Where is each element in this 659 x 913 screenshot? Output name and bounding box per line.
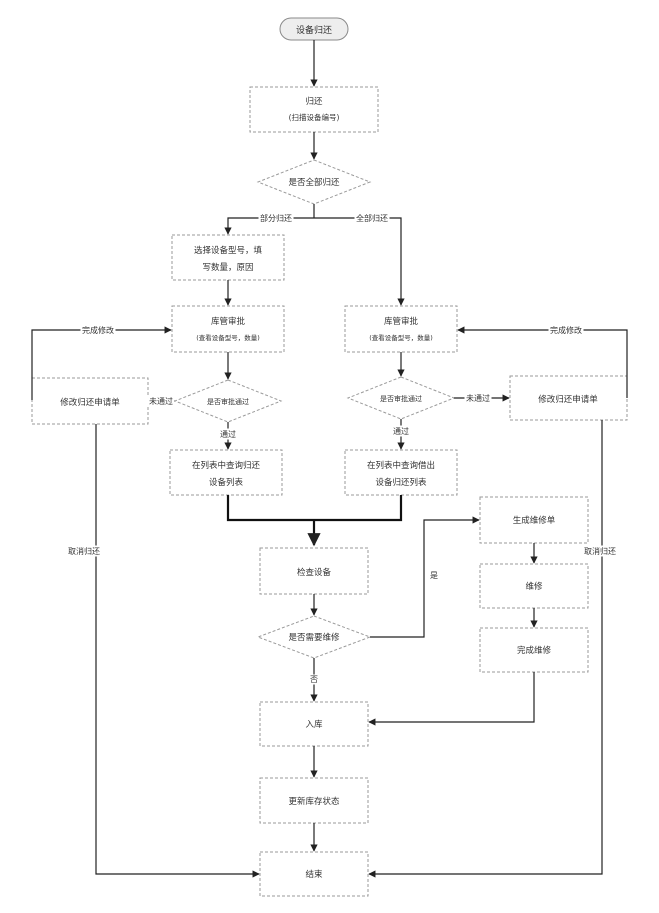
list-right-line1: 在列表中查询借出 [367,460,435,471]
review-right-node: 库管审批 (查看设备型号，数量) [345,306,457,352]
label-resubmit-left: 完成修改 [82,325,114,335]
end-node: 结束 [260,852,368,896]
edge-merge-lists [228,495,401,520]
review-left-line2: (查看设备型号，数量) [196,333,260,342]
repair-label: 维修 [525,581,543,592]
inspect-label: 检查设备 [297,567,332,578]
label-yes: 是 [430,571,438,580]
label-passed-right: 通过 [393,426,409,436]
label-cancel-right: 取消归还 [584,546,616,556]
repair-node: 维修 [480,564,588,608]
label-cancel-left: 取消归还 [68,546,100,556]
update-status-label: 更新库存状态 [288,796,340,807]
return-request-line2: (扫描设备编号) [289,112,340,122]
label-not-passed-right: 未通过 [466,393,490,403]
return-request-node: 归还 (扫描设备编号) [250,87,378,132]
edge-labels: 部分归还 全部归还 完成修改 完成修改 未通过 未通过 通过 通过 是 否 取消… [67,213,618,685]
start-node: 设备归还 [280,18,348,40]
list-right-node: 在列表中查询借出 设备归还列表 [345,450,457,495]
decision-right-label: 是否审批通过 [380,394,422,403]
label-resubmit-right: 完成修改 [550,325,582,335]
decision-repair-label: 是否需要维修 [288,632,340,643]
edge-all [314,218,401,305]
label-not-passed-left: 未通过 [149,396,173,406]
decision-left-label: 是否审批通过 [207,397,249,406]
decision-left-node: 是否审批通过 [175,380,281,422]
decision-all-node: 是否全部归还 [258,160,370,204]
review-right-line1: 库管审批 [384,316,419,327]
work-order-label: 生成维修单 [513,515,556,526]
select-device-line1: 选择设备型号，填 [194,245,263,256]
work-order-node: 生成维修单 [480,497,588,543]
edge-yes-repair [370,520,479,637]
end-label: 结束 [305,869,323,880]
start-label: 设备归还 [296,24,332,36]
label-no: 否 [310,675,318,684]
repair-done-label: 完成维修 [517,645,552,656]
decision-right-node: 是否审批通过 [348,377,454,419]
review-right-line2: (查看设备型号，数量) [369,333,433,342]
modify-right-label: 修改归还申请单 [538,394,598,405]
label-all: 全部归还 [356,213,388,223]
review-left-node: 库管审批 (查看设备型号，数量) [172,306,284,352]
update-status-node: 更新库存状态 [260,778,368,823]
list-left-node: 在列表中查询归还 设备列表 [170,450,282,495]
repair-done-node: 完成维修 [480,628,588,672]
storage-label: 入库 [305,719,323,730]
storage-node: 入库 [260,702,368,746]
modify-left-label: 修改归还申请单 [60,397,120,408]
select-device-line2: 写数量，原因 [202,262,253,273]
review-left-line1: 库管审批 [211,316,246,327]
list-right-line2: 设备归还列表 [375,477,427,488]
modify-right-node: 修改归还申请单 [510,376,627,420]
inspect-node: 检查设备 [260,548,368,594]
return-request-line1: 归还 [305,96,323,107]
list-left-line2: 设备列表 [209,477,244,488]
decision-repair-node: 是否需要维修 [258,616,370,658]
decision-all-label: 是否全部归还 [288,177,340,188]
list-left-line1: 在列表中查询归还 [192,460,261,471]
select-device-node: 选择设备型号，填 写数量，原因 [172,235,284,280]
modify-left-node: 修改归还申请单 [32,378,148,424]
label-partial: 部分归还 [260,213,292,223]
edge-done-storage [369,672,534,722]
label-passed-left: 通过 [220,429,236,439]
